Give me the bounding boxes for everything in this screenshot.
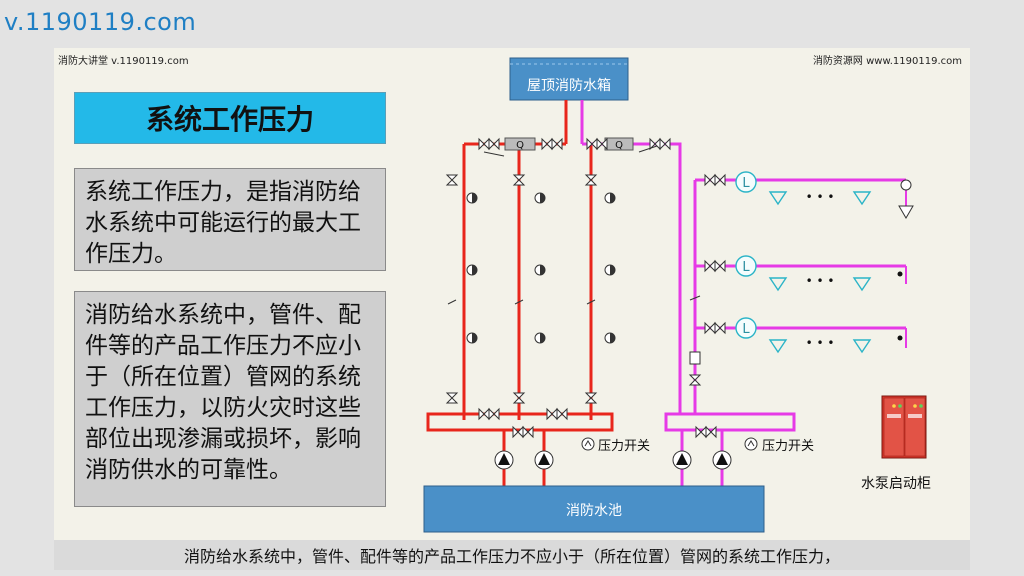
- pool-label: 消防水池: [566, 503, 622, 519]
- roof-tank-label: 屋顶消防水箱: [527, 78, 611, 94]
- slide-canvas: 消防大讲堂 v.1190119.com 消防资源网 www.1190119.co…: [54, 48, 970, 540]
- site-url[interactable]: v.1190119.com: [4, 8, 197, 36]
- slide-title: 系统工作压力: [74, 92, 386, 144]
- flow-meter-right-label: Q: [615, 140, 623, 151]
- ellipsis-row-3: • • •: [806, 336, 835, 350]
- level-gauge-2-label: L: [742, 260, 750, 275]
- subtitle-caption: 消防给水系统中，管件、配件等的产品工作压力不应小于（所在位置）管网的系统工作压力…: [54, 540, 970, 570]
- sprinkler-pipe-network: Q L L L • •: [582, 137, 914, 488]
- pressure-switch-left-label: 压力开关: [598, 439, 650, 454]
- level-gauge-1-label: L: [742, 176, 750, 191]
- roof-water-tank: 屋顶消防水箱: [509, 57, 629, 101]
- watermark-left: 消防大讲堂 v.1190119.com: [58, 56, 189, 67]
- requirement-text-box: 消防给水系统中，管件、配件等的产品工作压力不应小于（所在位置）管网的系统工作压力…: [74, 291, 386, 507]
- pump-start-cabinet: 水泵启动柜: [861, 395, 931, 492]
- pump-cabinet-label: 水泵启动柜: [861, 476, 931, 492]
- pressure-switch-right-label: 压力开关: [762, 439, 814, 454]
- fire-water-system-diagram: 屋顶消防水箱 Q: [423, 57, 931, 533]
- definition-text-box: 系统工作压力，是指消防给水系统中可能运行的最大工作压力。: [74, 168, 386, 271]
- ellipsis-row-2: • • •: [806, 274, 835, 288]
- level-gauge-3-label: L: [742, 322, 750, 337]
- ellipsis-row-1: • • •: [806, 190, 835, 204]
- watermark-right: 消防资源网 www.1190119.com: [812, 56, 962, 67]
- fire-water-pool: 消防水池: [423, 485, 765, 533]
- hydrant-pipe-network: Q: [426, 137, 650, 488]
- flow-meter-left-label: Q: [516, 140, 524, 151]
